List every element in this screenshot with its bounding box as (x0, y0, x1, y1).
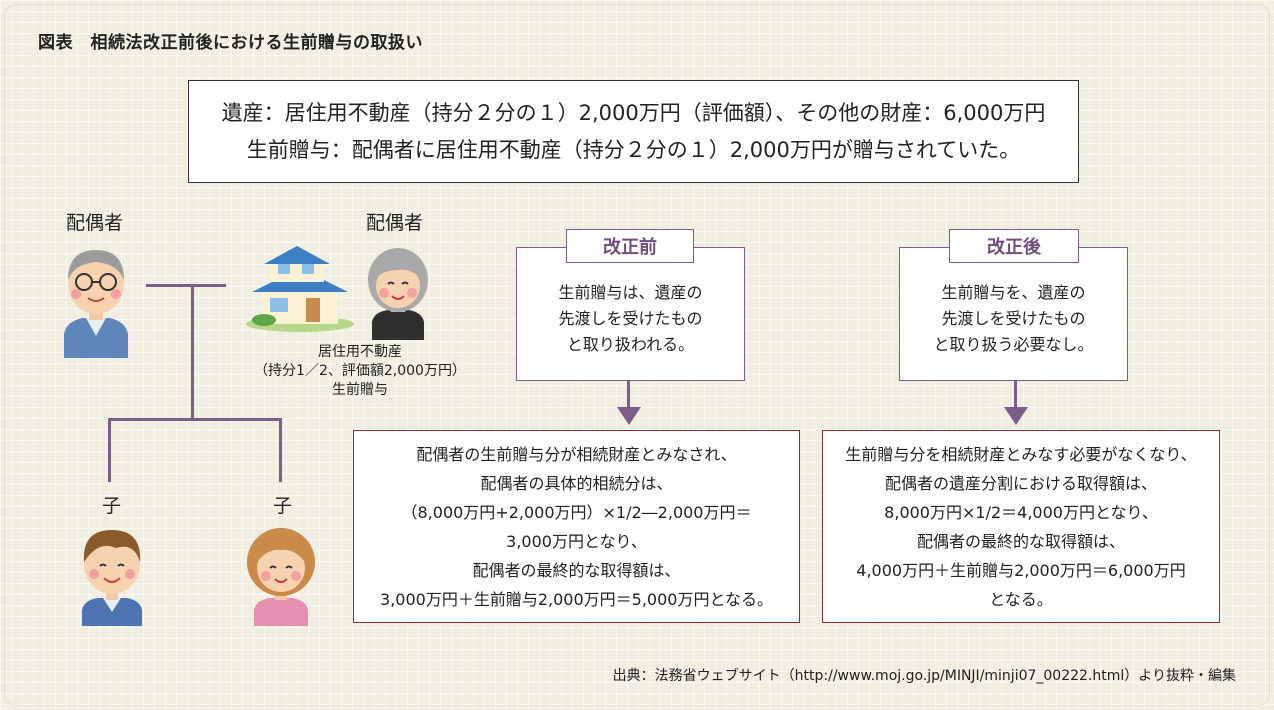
house-illustration (246, 246, 354, 332)
premise-box: 遺産：居住用不動産（持分２分の１）2,000万円（評価額）、その他の財産：6,0… (188, 80, 1079, 183)
after-result-box: 生前贈与分を相続財産とみなす必要がなくなり、 配偶者の遺産分割における取得額は、… (822, 430, 1220, 623)
after-note-line-1: 生前贈与を、遺産の (941, 283, 1086, 302)
after-result-line-2: 配偶者の遺産分割における取得額は、 (884, 473, 1157, 493)
daughter-illustration (247, 528, 315, 626)
child1-line (108, 418, 111, 482)
before-result-line-2: 配偶者の具体的相続分は、 (480, 473, 673, 493)
premise-line-1: 遺産：居住用不動産（持分２分の１）2,000万円（評価額）、その他の財産：6,0… (221, 100, 1046, 125)
before-result-box: 配偶者の生前贈与分が相続財産とみなされ、 配偶者の具体的相続分は、 （8,000… (353, 430, 800, 623)
after-result-line-5: 4,000万円＋生前贈与2,000万円＝6,000万円 (856, 560, 1186, 580)
source-note: 出典：法務省ウェブサイト（http://www.moj.go.jp/MINJI/… (612, 668, 1236, 684)
house-caption-line-1: 居住用不動産 (318, 344, 402, 360)
after-result-line-6: となる。 (989, 589, 1053, 609)
child2-label: 子 (273, 495, 293, 517)
after-note-box: 生前贈与を、遺産の 先渡しを受けたもの と取り扱う必要なし。 (899, 247, 1128, 381)
husband-illustration (64, 250, 128, 358)
son-illustration (82, 530, 142, 626)
after-note-line-2: 先渡しを受けたもの (941, 309, 1086, 328)
after-tag: 改正後 (949, 229, 1079, 263)
before-result-line-6: 3,000万円＋生前贈与2,000万円＝5,000万円となる。 (380, 589, 773, 609)
after-result-line-4: 配偶者の最終的な取得額は、 (916, 531, 1125, 551)
marriage-line (146, 284, 226, 287)
before-note-line-1: 生前贈与は、遺産の (558, 283, 703, 302)
husband-label: 配偶者 (66, 212, 124, 234)
before-note-line-2: 先渡しを受けたもの (558, 309, 703, 328)
wife-label: 配偶者 (366, 212, 424, 234)
children-branch-line (108, 418, 282, 421)
child2-line (279, 418, 282, 482)
before-arrow-icon (617, 381, 641, 425)
after-result-line-1: 生前贈与分を相続財産とみなす必要がなくなり、 (845, 444, 1197, 464)
after-arrow-icon (1004, 381, 1028, 425)
wife-illustration (368, 248, 428, 340)
before-result-line-3: （8,000万円+2,000万円）×1/2―2,000万円＝ (401, 502, 752, 522)
after-note-line-3: と取り扱う必要なし。 (933, 335, 1094, 354)
child1-label: 子 (102, 495, 122, 517)
figure-frame (4, 4, 1270, 706)
house-caption-line-3: 生前贈与 (332, 382, 388, 398)
before-result-line-4: 3,000万円となり、 (506, 531, 647, 551)
house-caption-line-2: （持分1／2、評価額2,000万円） (254, 363, 466, 379)
before-result-line-5: 配偶者の最終的な取得額は、 (472, 560, 681, 580)
house-caption: 居住用不動産 （持分1／2、評価額2,000万円） 生前贈与 (240, 343, 480, 400)
after-result-line-3: 8,000万円×1/2＝4,000万円となり、 (884, 502, 1158, 522)
before-tag: 改正前 (566, 229, 694, 263)
before-note-line-3: と取り扱われる。 (566, 335, 695, 354)
premise-line-2: 生前贈与：配偶者に居住用不動産（持分２分の１）2,000万円が贈与されていた。 (246, 137, 1021, 162)
descent-line (191, 284, 194, 420)
before-note-box: 生前贈与は、遺産の 先渡しを受けたもの と取り扱われる。 (516, 247, 745, 381)
before-result-line-1: 配偶者の生前贈与分が相続財産とみなされ、 (416, 444, 737, 464)
figure-title: 図表 相続法改正前後における生前贈与の取扱い (38, 33, 423, 53)
